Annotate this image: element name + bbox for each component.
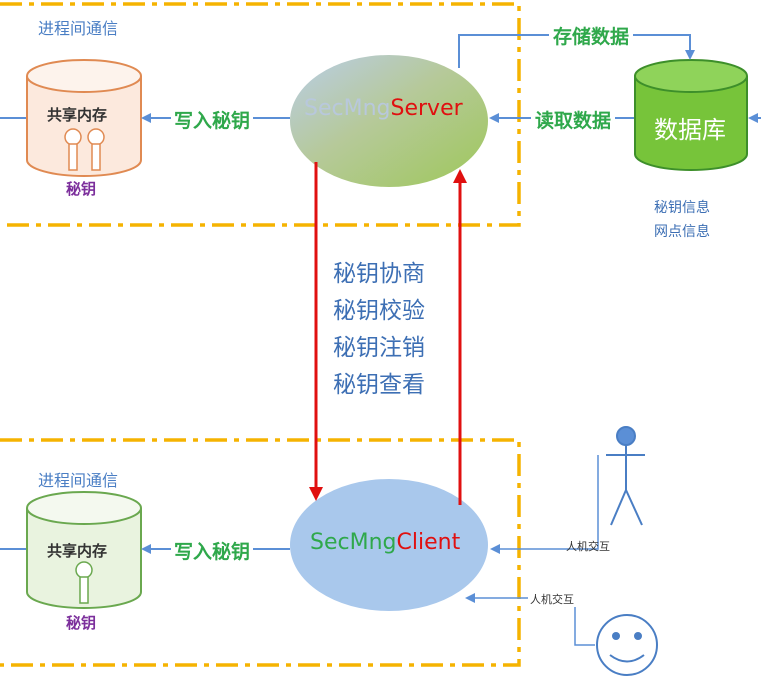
operation-item: 秘钥查看 <box>333 372 425 398</box>
client-key-icon <box>75 561 93 604</box>
server-write-key-label: 写入秘钥 <box>171 106 254 133</box>
server-shm-label: 共享内存 <box>47 106 108 124</box>
read-data-label: 读取数据 <box>531 106 616 133</box>
client-ipc-label: 进程间通信 <box>38 471 119 490</box>
client-write-key-label: 写入秘钥 <box>171 537 254 564</box>
client-shared-memory-cylinder <box>26 491 142 609</box>
server-ipc-label: 进程间通信 <box>38 19 119 38</box>
database-label: 数据库 <box>654 116 726 144</box>
user-interaction-arrow <box>490 455 599 554</box>
server-key-icon <box>64 128 105 171</box>
database-cylinder[interactable] <box>634 59 748 171</box>
store-data-label: 存储数据 <box>549 22 634 49</box>
client-name-suffix: Client <box>396 530 461 555</box>
operations-list: 秘钥协商 秘钥校验 秘钥注销 秘钥查看 <box>333 256 425 404</box>
client-name: SecMngClient <box>310 530 460 555</box>
operator-interaction-label: 人机交互 <box>528 591 576 607</box>
operator-smiley-icon <box>596 614 658 676</box>
server-name: SecMngServer <box>304 96 463 121</box>
client-shm-label: 共享内存 <box>47 542 108 560</box>
server-name-suffix: Server <box>390 96 463 121</box>
operator-interaction-arrow <box>465 593 595 646</box>
operation-item: 秘钥协商 <box>333 261 425 287</box>
server-process-boundary <box>0 2 521 227</box>
server-key-label: 秘钥 <box>66 180 97 198</box>
client-node[interactable] <box>290 479 488 611</box>
operation-item: 秘钥校验 <box>333 298 425 324</box>
server-shared-memory-cylinder <box>26 59 142 177</box>
server-name-prefix: SecMng <box>304 96 391 121</box>
user-stick-figure-icon <box>606 426 645 526</box>
database-info-line2: 网点信息 <box>654 224 710 240</box>
client-key-label: 秘钥 <box>66 614 97 632</box>
client-name-prefix: SecMng <box>310 530 397 555</box>
database-info-line1: 秘钥信息 <box>654 200 710 216</box>
operation-item: 秘钥注销 <box>333 335 425 361</box>
client-process-boundary <box>0 438 521 667</box>
user-interaction-label: 人机交互 <box>566 540 610 553</box>
server-node[interactable] <box>290 55 488 187</box>
